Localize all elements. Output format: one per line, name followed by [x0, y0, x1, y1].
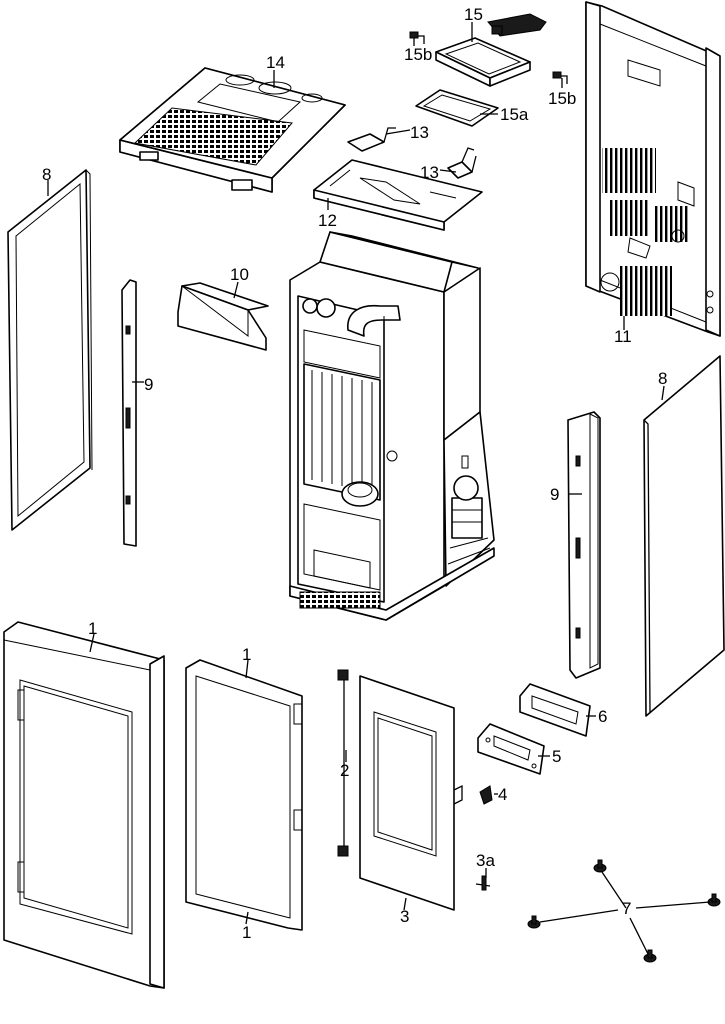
upright-left-part-9 — [121, 279, 137, 547]
label-part-15b-left: 15b — [404, 45, 432, 64]
label-part-15a: 15a — [500, 105, 529, 124]
leader-lines — [47, 22, 711, 955]
label-part-9-right: 9 — [550, 485, 559, 504]
deflector-part-10 — [177, 282, 269, 351]
label-part-4: 4 — [498, 785, 507, 804]
label-part-10: 10 — [230, 265, 249, 284]
label-part-1-small-top: 1 — [242, 645, 251, 664]
glass-door-part-3 — [359, 675, 463, 911]
label-part-8-left: 8 — [42, 165, 51, 184]
label-part-15: 15 — [464, 5, 483, 24]
label-part-13-lower: 13 — [420, 163, 439, 182]
rear-panel-part-11 — [585, 1, 721, 337]
foot-part-7-right — [707, 893, 721, 907]
handle-part-4 — [479, 785, 493, 805]
side-panel-right-part-8 — [643, 355, 725, 717]
front-frame-large-part-1 — [3, 621, 165, 989]
gasket-plate-part-6 — [519, 683, 591, 737]
foot-part-7-top — [593, 859, 607, 873]
top-cover-part-14 — [119, 67, 346, 193]
label-part-2: 2 — [340, 761, 349, 780]
label-part-11: 11 — [614, 327, 632, 346]
label-part-1-large: 1 — [88, 619, 97, 638]
foot-part-7-left — [527, 915, 541, 929]
label-part-13-upper: 13 — [410, 123, 429, 142]
label-part-7: 7 — [622, 899, 631, 918]
hatch-assembly-part-15 — [435, 13, 547, 87]
part-labels: 14 15 15b 15b 15a 13 13 12 10 8 9 11 8 9… — [42, 5, 667, 942]
foot-part-7-bottom — [643, 949, 657, 963]
label-part-9-left: 9 — [144, 375, 153, 394]
hinge-pin-left-part-15b — [409, 31, 425, 44]
label-part-1-small-bottom: 1 — [242, 923, 251, 942]
label-part-8-right: 8 — [658, 369, 667, 388]
bracket-part-13-upper — [347, 127, 396, 152]
bracket-part-13-lower — [447, 147, 477, 179]
label-part-3: 3 — [400, 907, 409, 926]
door-frame-small-part-1 — [185, 659, 303, 931]
hatch-gasket-part-15a — [415, 89, 499, 127]
latch-part-3a — [475, 875, 491, 891]
label-part-15b-right: 15b — [548, 89, 576, 108]
stove-body — [289, 231, 495, 621]
hinge-pin-right-part-15b — [552, 71, 568, 84]
hinge-rod-part-2 — [337, 669, 349, 857]
upright-right-part-9 — [567, 411, 601, 679]
label-part-3a: 3a — [476, 851, 495, 870]
label-part-14: 14 — [266, 53, 285, 72]
top-plate-part-12 — [313, 159, 483, 231]
side-panel-left-part-8 — [7, 169, 93, 531]
label-part-6: 6 — [598, 707, 607, 726]
label-part-5: 5 — [552, 747, 561, 766]
plate-part-5 — [477, 723, 545, 775]
label-part-12: 12 — [318, 211, 337, 230]
